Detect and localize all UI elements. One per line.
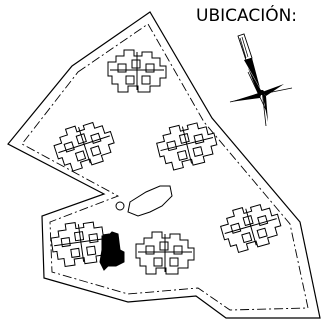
highlighted-unit [99,231,125,271]
setback-line [21,23,309,311]
building-block-east [153,117,221,173]
building-block-south [135,231,195,275]
location-title: UBICACIÓN: [196,6,298,26]
building-block-north [107,49,167,93]
plaza-fountain [115,201,125,211]
lot-boundary [7,11,321,319]
building-block-west [49,115,119,175]
central-plaza [127,185,173,217]
north-arrow-compass-rose [229,33,293,127]
building-block-southeast [216,198,286,256]
